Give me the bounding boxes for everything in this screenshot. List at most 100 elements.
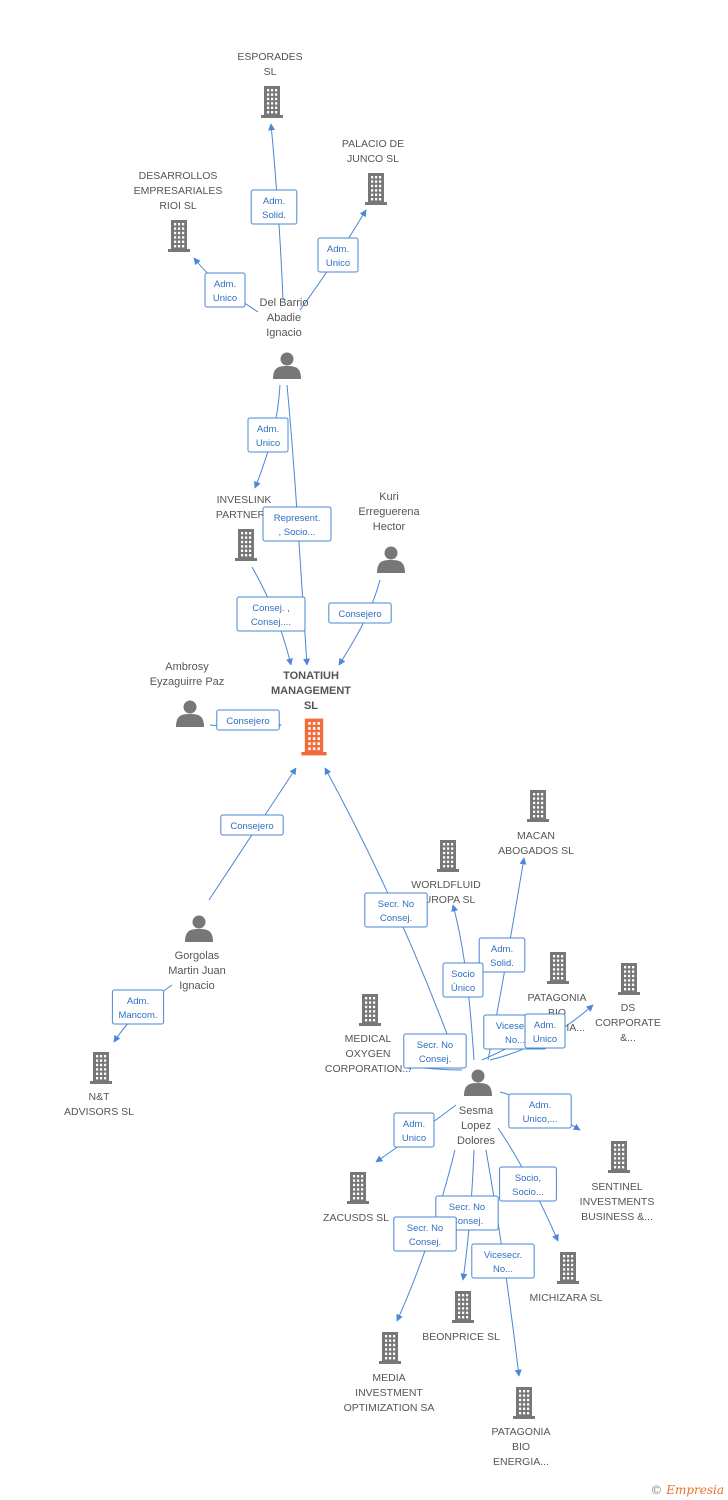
edge-role-label[interactable]: Adm.Unico [204,272,246,308]
edge-role-label[interactable]: Adm.Unico [317,237,359,273]
node-label-line: Sesma [459,1105,494,1117]
edge-role-label[interactable]: Adm.Unico [393,1112,435,1148]
edge-role-label[interactable]: Adm.Solid. [250,189,298,225]
role-text-line: Solid. [490,958,514,969]
role-text-line: Único [451,983,475,994]
building-icon [547,952,569,984]
edge-role-label[interactable]: Consejero [328,602,392,624]
role-text: Consejero [230,821,273,832]
node-beonprice[interactable]: BEONPRICE SL [422,1291,500,1343]
edge-role-label[interactable]: Consejero [220,814,284,836]
edge-role-label[interactable]: Vicesecr.No... [471,1243,535,1279]
node-label-line: BEONPRICE SL [422,1331,500,1343]
role-text: Consej. ,Consej.... [251,603,291,628]
node-label-line: Kuri [379,491,399,503]
edge-labels-layer: Adm.Solid.Adm.UnicoAdm.UnicoAdm.UnicoRep… [111,189,572,1279]
role-text: Adm.Unico [402,1119,426,1144]
node-label: ZACUSDS SL [323,1212,389,1224]
role-text-line: Adm. [491,944,513,955]
node-label-line: MEDIA [372,1372,405,1384]
role-text-line: Consejero [230,821,273,832]
node-label-line: Lopez [461,1120,491,1132]
edge-role-label[interactable]: Socio,Socio... [499,1166,557,1202]
role-box [111,989,165,1025]
role-box [499,1166,557,1202]
role-box [262,506,332,542]
node-label-line: PARTNERS [216,509,272,521]
role-box [508,1093,572,1129]
node-label-line: Ignacio [179,980,214,992]
role-text-line: Consej. , [252,603,290,614]
node-label-line: Abadie [267,312,301,324]
node-label-line: Gorgolas [175,950,220,962]
role-text-line: Unico [213,293,237,304]
role-box [317,237,359,273]
node-sentinel[interactable]: SENTINEL INVESTMENTS BUSINESS &... [580,1141,655,1223]
role-text-line: Mancom. [118,1010,157,1021]
person-icon [377,546,405,573]
node-label-line: Erreguerena [358,506,420,518]
node-label-line: SL [304,700,318,712]
node-zacusds[interactable]: ZACUSDS SL [323,1172,389,1224]
edge-role-label[interactable]: Adm.Unico,... [508,1093,572,1129]
role-text: Adm.Unico [256,424,280,449]
role-box [236,596,306,632]
building-icon [618,963,640,995]
node-label-line: INVESTMENTS [580,1196,655,1208]
node-label-line: BUSINESS &... [581,1211,653,1223]
node-label-line: &... [620,1032,636,1044]
edge-role-label[interactable]: Represent., Socio... [262,506,332,542]
role-box [442,962,484,998]
node-label-line: ADVISORS SL [64,1106,134,1118]
edge-role-label[interactable]: Adm.Mancom. [111,989,165,1025]
role-text: Represent., Socio... [274,513,320,538]
role-text-line: Adm. [257,424,279,435]
role-text-line: Consej. [409,1237,441,1248]
node-label-line: SENTINEL [591,1181,643,1193]
node-label-line: INVESTMENT [355,1387,423,1399]
edge-role-label[interactable]: Adm.Unico [247,417,289,453]
copyright-symbol: © [650,1483,663,1497]
role-box [250,189,298,225]
person-icon [176,700,204,727]
role-text-line: Consej. [380,913,412,924]
node-label-line: OXYGEN [346,1048,391,1060]
node-michizara[interactable]: MICHIZARA SL [530,1252,603,1304]
building-icon [527,790,549,822]
node-label-line: PATAGONIA [492,1426,551,1438]
role-text-line: Socio, [515,1173,541,1184]
role-text: Consejero [226,716,269,727]
building-icon [557,1252,579,1284]
role-text: Consejero [338,609,381,620]
edge-role-label[interactable]: Adm.Unico [524,1013,566,1049]
edge-role-label[interactable]: Consej. ,Consej.... [236,596,306,632]
edge-role-label[interactable]: Adm. Solid. [478,937,526,973]
edge-role-label[interactable]: Consejero [216,709,280,731]
role-text-line: Adm. [327,244,349,255]
